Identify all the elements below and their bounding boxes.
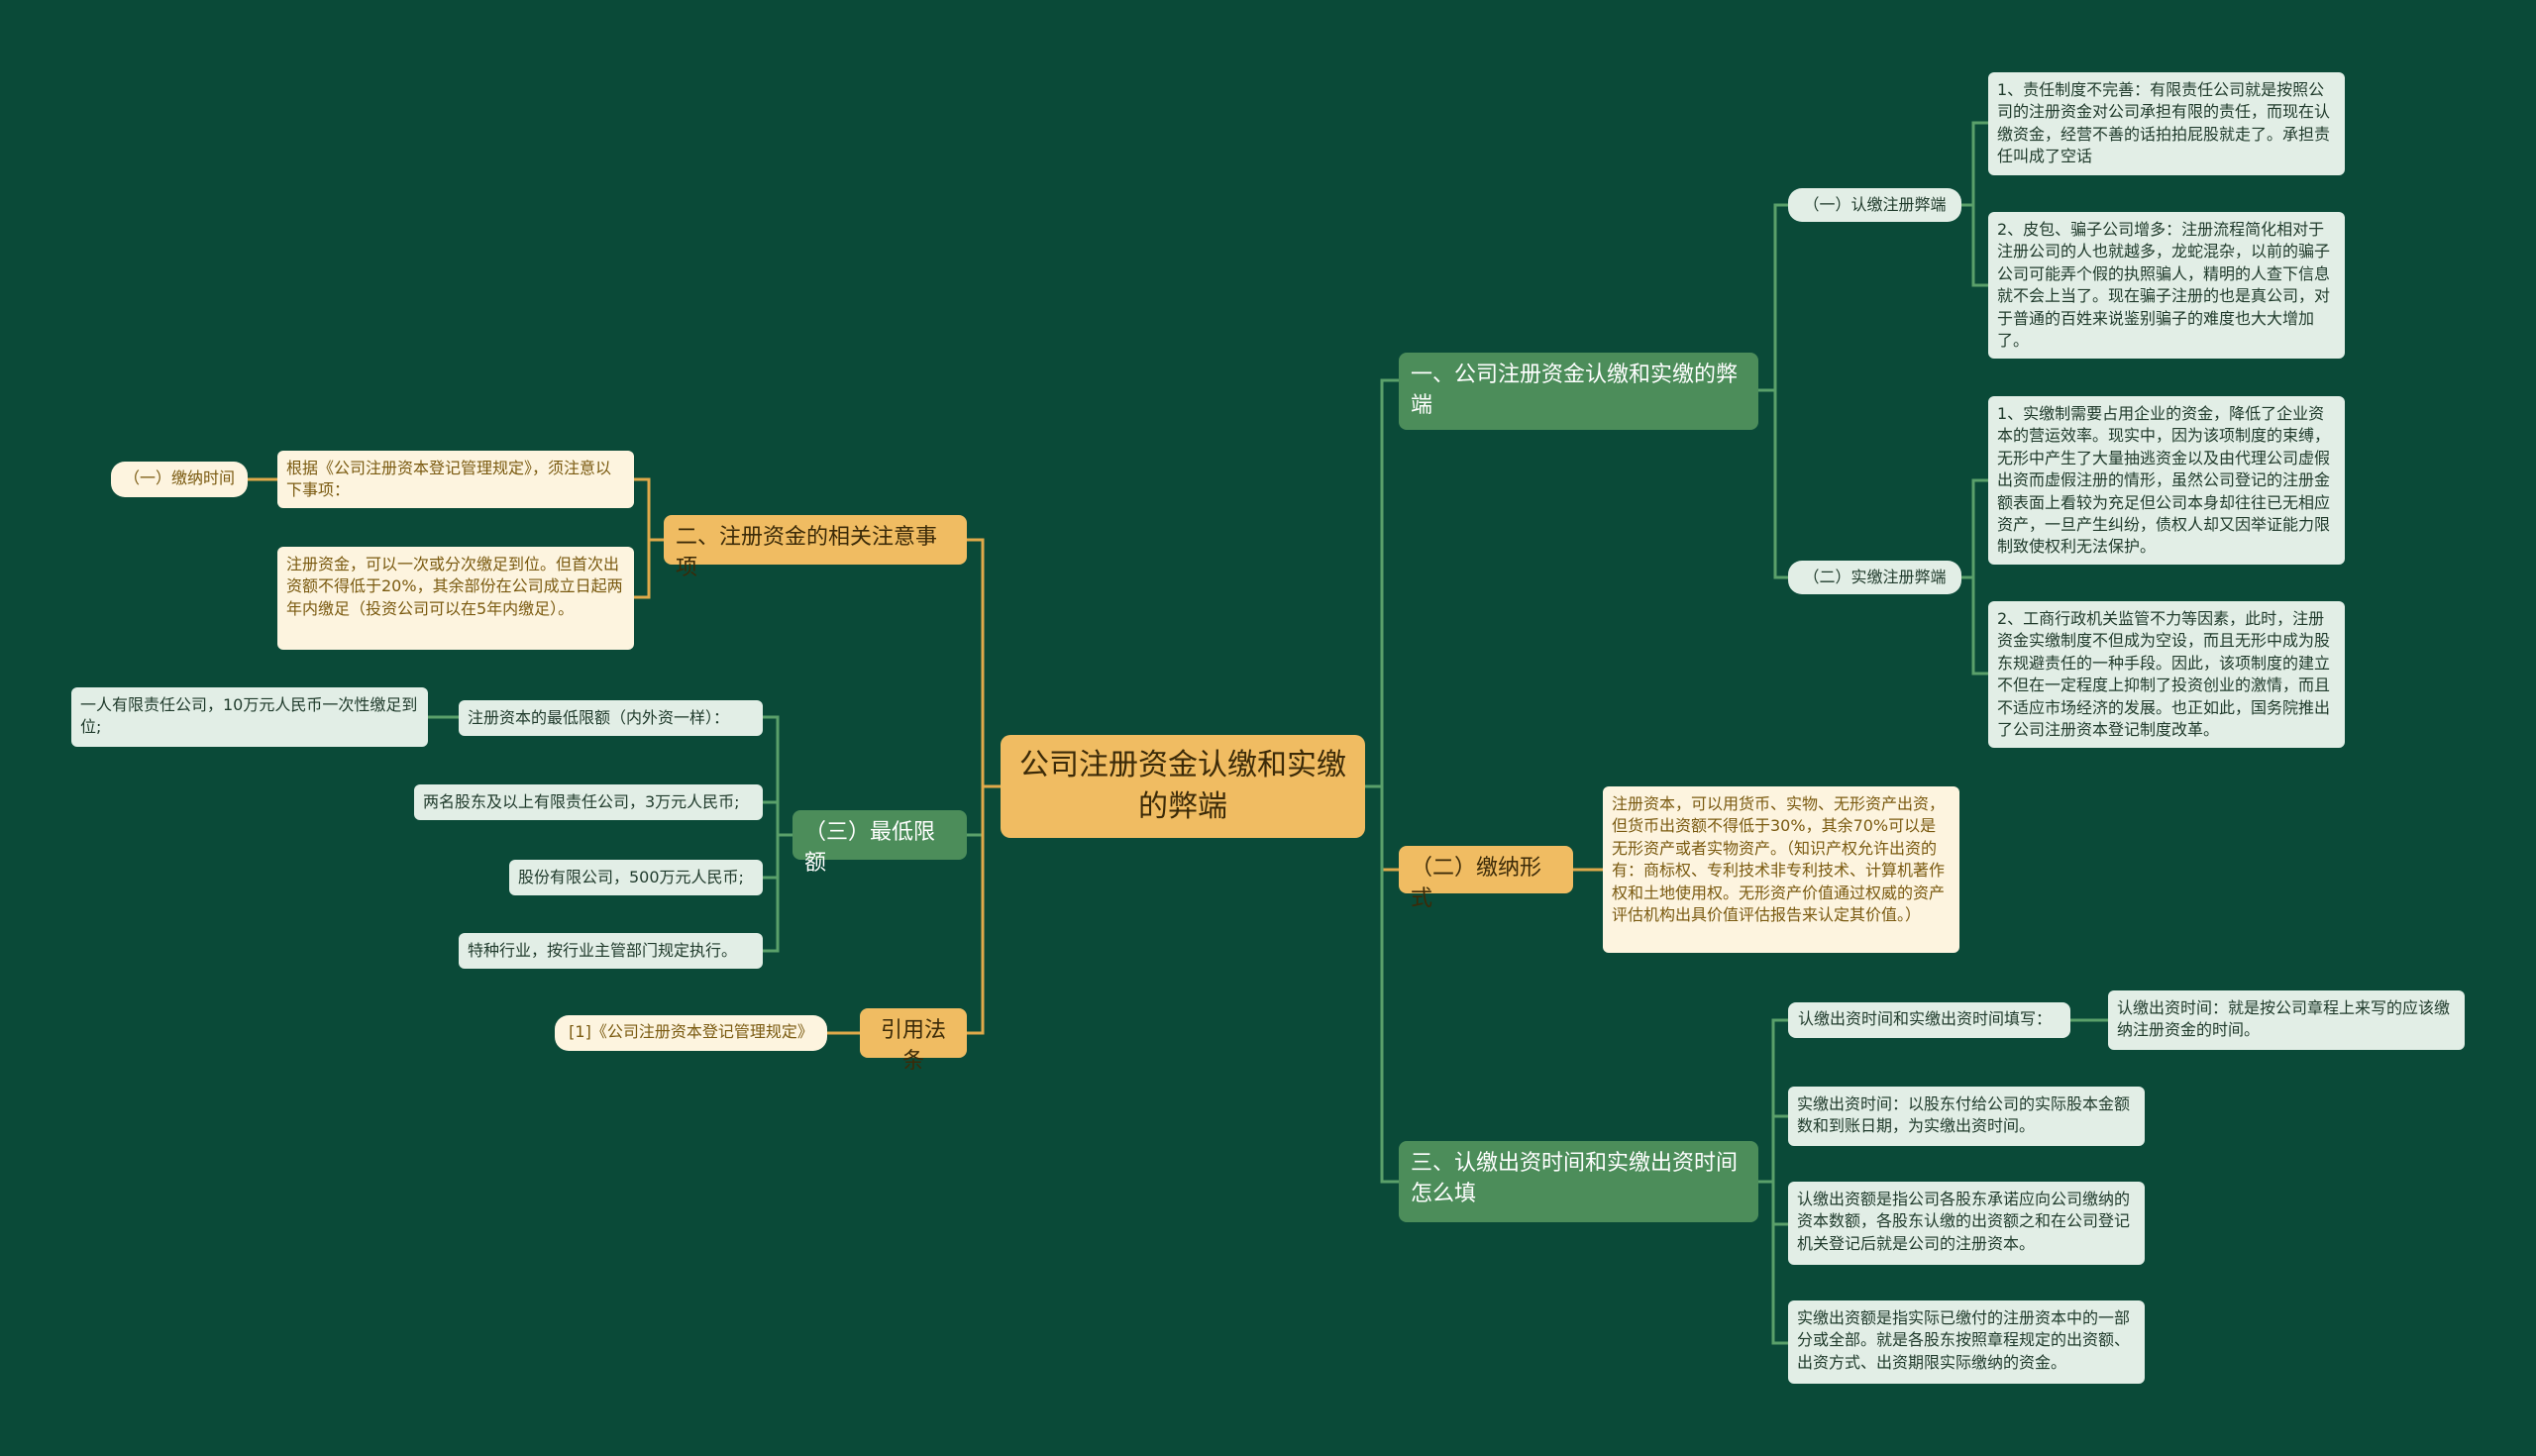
branch-drawbacks[interactable]: 一、公司注册资金认缴和实缴的弊端 (1399, 353, 1758, 430)
leaf-paidin-1[interactable]: 1、实缴制需要占用企业的资金，降低了企业资本的营运效率。现实中，因为该项制度的束… (1988, 396, 2345, 565)
leaf-payment-form[interactable]: 注册资本，可以用货币、实物、无形资产出资，但货币出资额不得低于30%，其余70%… (1603, 786, 1959, 953)
branch-minimum[interactable]: （三）最低限额 (792, 810, 967, 876)
leaf-notes-intro[interactable]: 根据《公司注册资本登记管理规定》，须注意以下事项： (277, 451, 634, 508)
leaf-subscribed-time[interactable]: 认缴出资时间：就是按公司章程上来写的应该缴纳注册资金的时间。 (2108, 990, 2465, 1050)
link-root-b3 (1365, 784, 1399, 1184)
root-topic[interactable]: 公司注册资金认缴和实缴的弊端 (1001, 735, 1365, 838)
leaf-subscribed-1[interactable]: 1、责任制度不完善：有限责任公司就是按照公司的注册资金对公司承担有限的责任，而现… (1988, 72, 2345, 175)
leaf-subscribed-2[interactable]: 2、皮包、骗子公司增多：注册流程简化相对于注册公司的人也就越多，龙蛇混杂，以前的… (1988, 212, 2345, 359)
branch-time-fill[interactable]: 三、认缴出资时间和实缴出资时间怎么填 (1399, 1141, 1758, 1222)
leaf-payment-time[interactable]: （一）缴纳时间 (111, 462, 248, 497)
branch-notes[interactable]: 二、注册资金的相关注意事项 (664, 515, 967, 580)
branch-citation[interactable]: 引用法条 (860, 1008, 967, 1074)
link-sub2-leaf1 (1961, 478, 1988, 579)
branch-payment-form[interactable]: （二）缴纳形式 (1399, 846, 1573, 911)
sub-time-fill[interactable]: 认缴出资时间和实缴出资时间填写： (1788, 1002, 2070, 1038)
link-sub2-leaf2 (1961, 575, 1988, 676)
leaf-subscribed-amount[interactable]: 认缴出资额是指公司各股东承诺应向公司缴纳的资本数额，各股东认缴的出资额之和在公司… (1788, 1182, 2145, 1265)
leaf-joint-stock[interactable]: 股份有限公司，500万元人民币; (509, 860, 763, 895)
link-root-b1 (1365, 378, 1399, 788)
leaf-one-person-company[interactable]: 一人有限责任公司，10万元人民币一次性缴足到位; (71, 687, 428, 747)
leaf-two-shareholders[interactable]: 两名股东及以上有限责任公司，3万元人民币; (414, 784, 763, 820)
leaf-paidin-2[interactable]: 2、工商行政机关监管不力等因素，此时，注册资金实缴制度不但成为空设，而且无形中成… (1988, 601, 2345, 748)
link-sub1-leaf2 (1961, 203, 1988, 287)
sub-paidin-drawbacks[interactable]: （二）实缴注册弊端 (1788, 561, 1961, 594)
link-b1-sub1 (1758, 203, 1788, 392)
link-sub1-leaf1 (1961, 121, 1988, 207)
link-l1-leaf2 (634, 538, 664, 599)
leaf-paidin-amount[interactable]: 实缴出资额是指实际已缴付的注册资本中的一部分或全部。就是各股东按照章程规定的出资… (1788, 1300, 2145, 1384)
sub-subscribed-drawbacks[interactable]: （一）认缴注册弊端 (1788, 188, 1961, 222)
link-root-l3 (967, 784, 1001, 1035)
leaf-citation[interactable]: [1]《公司注册资本登记管理规定》 (555, 1015, 827, 1051)
leaf-notes-installment[interactable]: 注册资金，可以一次或分次缴足到位。但首次出资额不得低于20%，其余部份在公司成立… (277, 547, 634, 650)
leaf-special-industry[interactable]: 特种行业，按行业主管部门规定执行。 (459, 933, 763, 969)
link-l2-leaf3 (763, 833, 792, 953)
link-root-l1 (967, 538, 1001, 788)
link-l1-leaf1 (634, 477, 664, 542)
link-b3-leaf3 (1758, 1180, 1788, 1345)
link-l2-leaf1 (763, 800, 792, 837)
leaf-paidin-time[interactable]: 实缴出资时间：以股东付给公司的实际股本金额数和到账日期，为实缴出资时间。 (1788, 1087, 2145, 1146)
leaf-minimum-heading[interactable]: 注册资本的最低限额（内外资一样）： (459, 700, 763, 736)
link-b3-leaf1 (1758, 1114, 1788, 1184)
link-b1-sub2 (1758, 388, 1788, 579)
